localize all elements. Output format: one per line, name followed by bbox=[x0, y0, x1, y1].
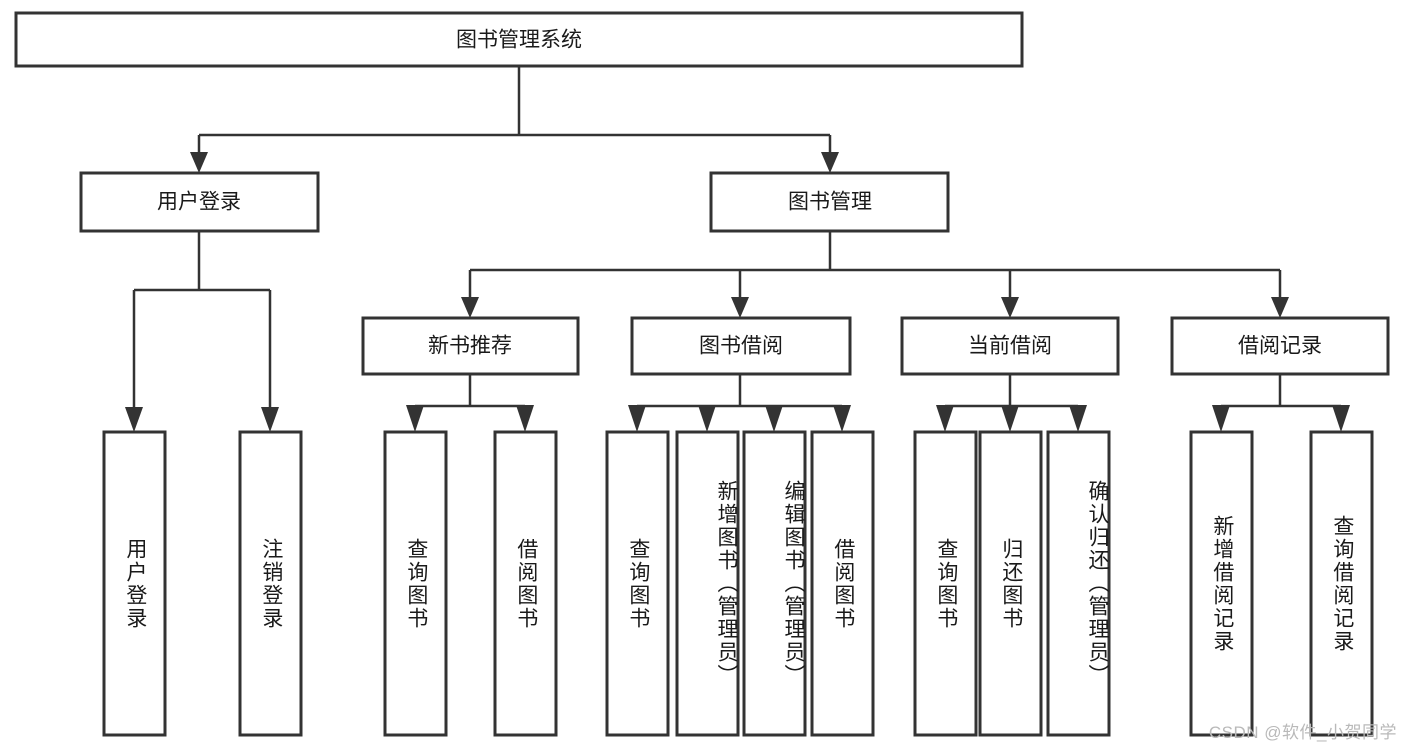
connector-group-user-login bbox=[125, 231, 279, 432]
node-new-book-recommend-box[interactable] bbox=[361, 316, 580, 376]
leaf-box-borrow-book-2[interactable] bbox=[810, 430, 875, 737]
leaf-box-confirm-return[interactable] bbox=[1046, 430, 1111, 737]
arrowhead-new-book-recommend bbox=[461, 297, 479, 318]
arrowhead-leaf-add-record bbox=[1212, 405, 1230, 432]
arrowhead-current-borrow bbox=[1001, 297, 1019, 318]
arrowhead-leaf-confirm-return bbox=[1069, 405, 1087, 432]
node-borrow-record[interactable]: 借阅记录 bbox=[1170, 316, 1390, 376]
arrowhead-user-login bbox=[190, 152, 208, 173]
csdn-watermark: CSDN @软件_小贺同学 bbox=[1208, 723, 1397, 742]
connector-group-book-management bbox=[461, 231, 1289, 318]
arrowhead-leaf-query-record bbox=[1332, 405, 1350, 432]
node-title[interactable]: 图书管理系统 bbox=[14, 11, 1024, 68]
node-title-label: 图书管理系统 bbox=[456, 29, 582, 52]
arrowhead-borrow-record bbox=[1271, 297, 1289, 318]
node-current-borrow[interactable]: 当前借阅 bbox=[900, 316, 1120, 376]
node-borrow-record-box[interactable] bbox=[1170, 316, 1390, 376]
arrowhead-leaf-user-login bbox=[125, 407, 143, 432]
leaf-box-user-login[interactable] bbox=[102, 430, 167, 737]
node-current-borrow-label: 当前借阅 bbox=[968, 335, 1052, 358]
connector-group-current-borrow bbox=[936, 374, 1087, 432]
arrowhead-leaf-edit-book bbox=[765, 405, 783, 432]
node-book-management[interactable]: 图书管理 bbox=[709, 171, 950, 233]
arrowhead-leaf-query-book-1 bbox=[406, 405, 424, 432]
leaf-box-edit-book[interactable] bbox=[742, 430, 807, 737]
node-new-book-recommend[interactable]: 新书推荐 bbox=[361, 316, 580, 376]
leaf-box-query-book-3[interactable] bbox=[913, 430, 978, 737]
node-book-borrow-box[interactable] bbox=[630, 316, 852, 376]
leaf-box-return-book[interactable] bbox=[978, 430, 1043, 737]
arrowhead-book-management bbox=[821, 152, 839, 173]
arrowhead-leaf-add-book bbox=[698, 405, 716, 432]
connector-group-borrow-record bbox=[1212, 374, 1350, 432]
connector-group-book-borrow bbox=[628, 374, 851, 432]
leaf-box-logout-login[interactable] bbox=[238, 430, 303, 737]
leaf-box-borrow-book-1[interactable] bbox=[493, 430, 558, 737]
node-user-login-label: 用户登录 bbox=[157, 191, 241, 214]
arrowhead-leaf-borrow-book-2 bbox=[833, 405, 851, 432]
node-new-book-recommend-label: 新书推荐 bbox=[428, 335, 512, 358]
leaf-box-query-book-1[interactable] bbox=[383, 430, 448, 737]
node-book-management-box[interactable] bbox=[709, 171, 950, 233]
arrowhead-leaf-logout-login bbox=[261, 407, 279, 432]
node-book-borrow[interactable]: 图书借阅 bbox=[630, 316, 852, 376]
node-book-management-label: 图书管理 bbox=[788, 191, 872, 214]
node-book-borrow-label: 图书借阅 bbox=[699, 335, 783, 358]
connector-group-root bbox=[190, 66, 839, 173]
arrowhead-leaf-borrow-book-1 bbox=[516, 405, 534, 432]
node-title-box[interactable] bbox=[14, 11, 1024, 68]
arrowhead-leaf-return-book bbox=[1001, 405, 1019, 432]
leaf-box-query-record[interactable] bbox=[1309, 430, 1374, 737]
leaf-box-add-record[interactable] bbox=[1189, 430, 1254, 737]
arrowhead-leaf-query-book-2 bbox=[628, 405, 646, 432]
leaf-boxes bbox=[102, 430, 1374, 737]
leaf-box-add-book[interactable] bbox=[675, 430, 740, 737]
arrowhead-leaf-query-book-3 bbox=[936, 405, 954, 432]
node-user-login[interactable]: 用户登录 bbox=[79, 171, 320, 233]
arrowhead-book-borrow bbox=[731, 297, 749, 318]
connector-group-new-book-recommend bbox=[406, 374, 534, 432]
node-current-borrow-box[interactable] bbox=[900, 316, 1120, 376]
leaf-box-query-book-2[interactable] bbox=[605, 430, 670, 737]
node-user-login-box[interactable] bbox=[79, 171, 320, 233]
node-borrow-record-label: 借阅记录 bbox=[1238, 335, 1322, 358]
